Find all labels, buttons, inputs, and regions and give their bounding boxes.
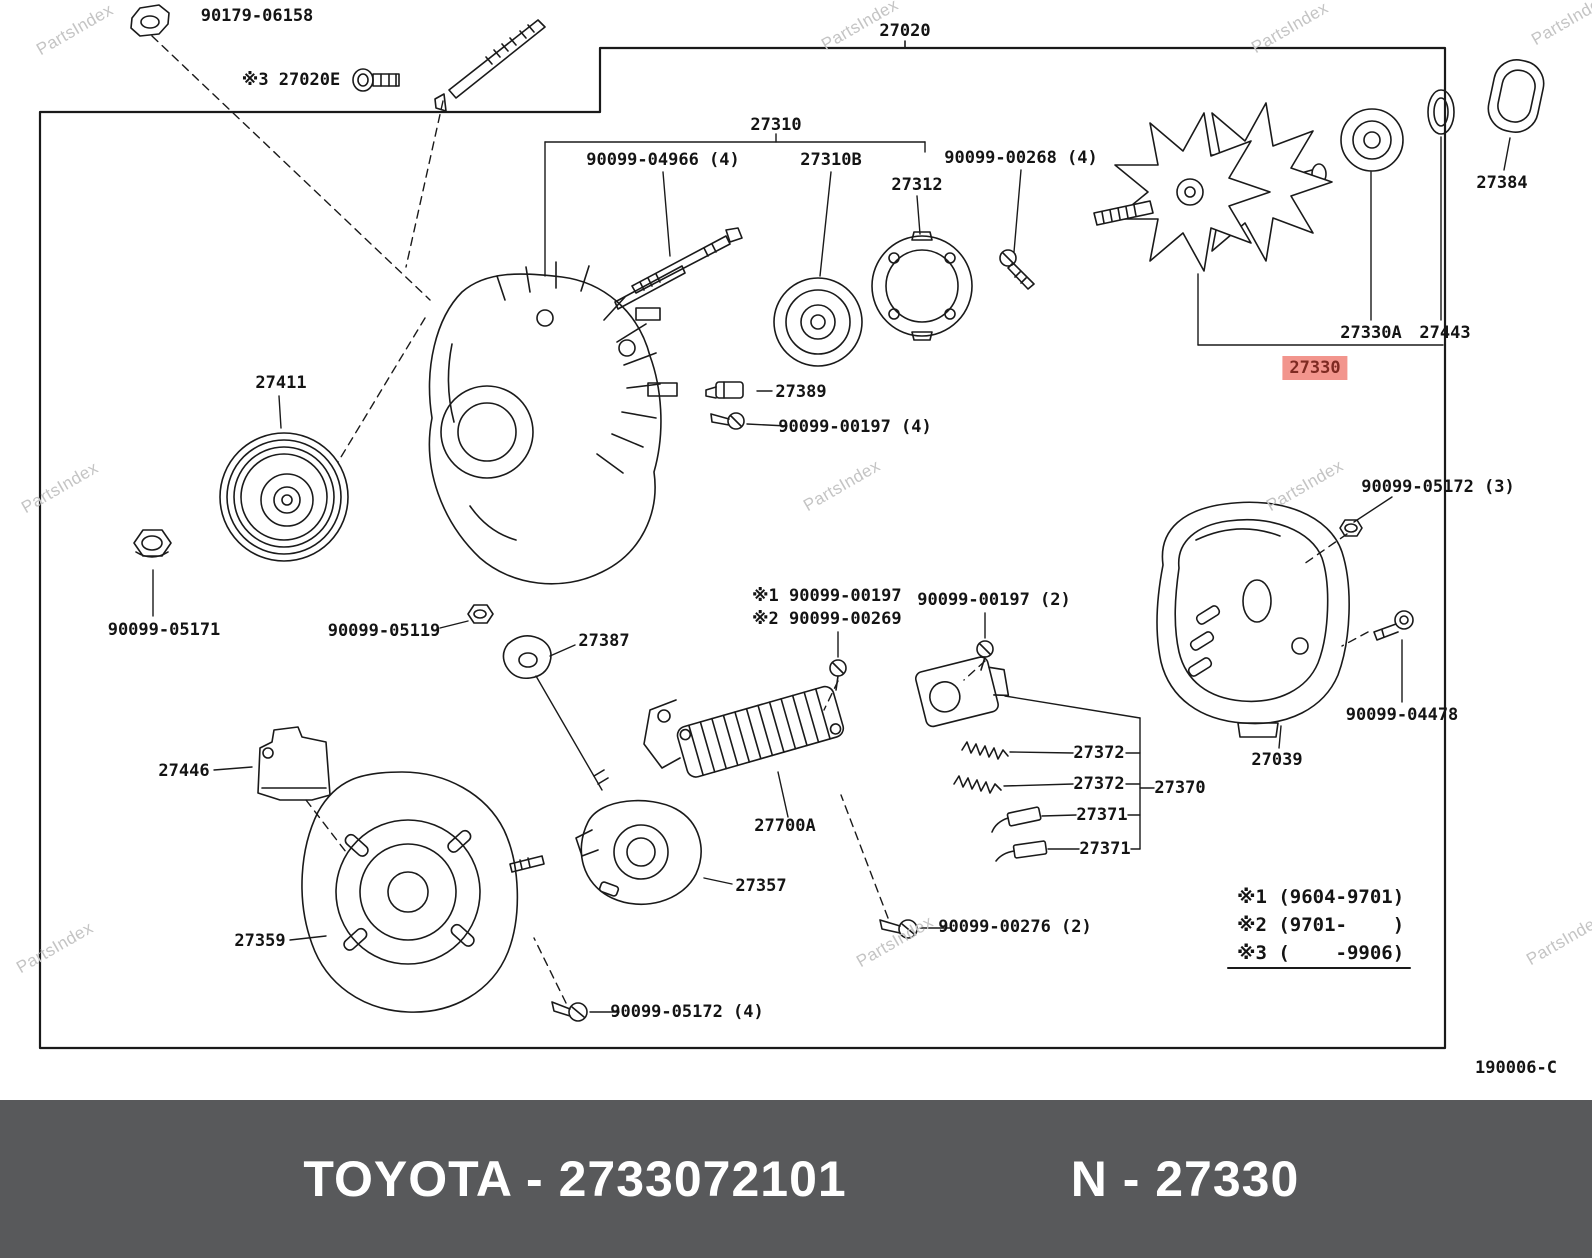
dashed-leader-lines <box>151 35 1369 1004</box>
ref-code: 190006-C <box>1475 1058 1557 1078</box>
label-27387: 27387 <box>578 631 630 651</box>
note-1: ※1 (9604-9701) <box>1237 886 1405 908</box>
footer-part-code: TOYOTA - 2733072101 <box>303 1151 847 1207</box>
label-27020: 27020 <box>879 21 931 41</box>
ring-27443-drawing <box>1427 89 1455 135</box>
label-90099-05172-3: 90099-05172 (3) <box>1361 477 1515 497</box>
pulley-27411-drawing <box>219 432 349 562</box>
label-s2-90099-00269: ※2 90099-00269 <box>752 609 902 629</box>
rear-cover-27039-drawing <box>1156 501 1350 738</box>
bolt-04478-drawing <box>1373 610 1414 641</box>
bearing-27330a-drawing <box>1340 108 1404 172</box>
label-90099-00197-4: 90099-00197 (4) <box>778 417 932 437</box>
nut-05172-3-drawing <box>1339 519 1363 537</box>
label-90099-00276: 90099-00276 (2) <box>938 917 1092 937</box>
label-27446: 27446 <box>158 761 210 781</box>
note-3: ※3 ( -9906) <box>1237 942 1405 964</box>
rotor-27330-drawing <box>1093 102 1333 272</box>
stud-bolts-drawing <box>614 227 743 310</box>
label-27372-b: 27372 <box>1073 774 1125 794</box>
bracket-27446-drawing <box>257 726 331 801</box>
label-90099-05119: 90099-05119 <box>327 621 441 641</box>
front-housing-drawing <box>428 261 678 585</box>
label-27310: 27310 <box>750 115 802 135</box>
nut-05171-drawing <box>133 529 172 558</box>
label-27389: 27389 <box>775 382 827 402</box>
footer-bar: TOYOTA - 2733072101 N - 27330 <box>0 1100 1592 1258</box>
bolt-00268-drawing <box>999 249 1035 290</box>
label-27330a: 27330A <box>1340 323 1402 343</box>
label-27020e: ※3 27020E <box>241 70 341 90</box>
label-27330: 27330 <box>1282 356 1348 380</box>
bolt-27020e-drawing <box>352 68 400 92</box>
nut-05119-drawing <box>467 604 494 624</box>
label-90099-05172-4: 90099-05172 (4) <box>610 1002 764 1022</box>
screw-00197-a-drawing <box>710 412 745 430</box>
label-27700a: 27700A <box>754 816 816 836</box>
label-27039: 27039 <box>1251 750 1303 770</box>
bearing-27310b-drawing <box>773 277 863 367</box>
label-27372-a: 27372 <box>1073 743 1125 763</box>
label-27371-a: 27371 <box>1076 805 1128 825</box>
cover-27384-drawing <box>1487 59 1545 133</box>
label-90099-05171: 90099-05171 <box>107 620 221 640</box>
rectifier-27700a-drawing <box>643 685 845 778</box>
retainer-27312-drawing <box>871 231 973 341</box>
assembly-border <box>38 40 1447 1050</box>
label-90179-06158: 90179-06158 <box>200 6 314 26</box>
diagram-line-art <box>38 4 1545 1050</box>
brush-holder-27370-drawing <box>914 656 1010 728</box>
insulator-27387-drawing <box>502 635 609 785</box>
leader-lines <box>152 133 1511 1013</box>
screw-00197-b-drawing <box>829 659 847 691</box>
footer-part-number: N - 27330 <box>1070 1151 1300 1207</box>
label-90099-00197-2: 90099-00197 (2) <box>917 590 1071 610</box>
label-27359: 27359 <box>234 931 286 951</box>
label-27371-b: 27371 <box>1079 839 1131 859</box>
label-27370: 27370 <box>1154 778 1206 798</box>
label-s1-90099-00197: ※1 90099-00197 <box>752 586 902 606</box>
label-90099-04966: 90099-04966 (4) <box>586 150 740 170</box>
label-27312: 27312 <box>891 175 943 195</box>
label-27443: 27443 <box>1419 323 1471 343</box>
screw-05172-4-drawing <box>551 1001 588 1022</box>
part-labels-layer: 90179-06158 ※3 27020E 27020 27310 90099-0496… <box>107 6 1557 1078</box>
nut-90179-drawing <box>130 4 170 37</box>
label-90099-00268: 90099-00268 (4) <box>944 148 1098 168</box>
label-27384: 27384 <box>1476 173 1528 193</box>
note-2: ※2 (9701- ) <box>1237 914 1405 936</box>
brush-holder-27357-drawing <box>575 799 702 906</box>
label-90099-04478: 90099-04478 <box>1345 705 1459 725</box>
rear-bracket-27359-drawing <box>301 771 545 1013</box>
label-27411: 27411 <box>255 373 307 393</box>
through-bolt-drawing <box>434 19 546 112</box>
terminal-27389-drawing <box>705 381 744 399</box>
brushes-27371-drawing <box>991 806 1048 862</box>
screw-00197-c-drawing <box>976 640 994 671</box>
label-27310b: 27310B <box>800 150 862 170</box>
screw-00276-drawing <box>879 919 918 939</box>
brush-springs-27372-drawing <box>953 741 1009 794</box>
label-27357: 27357 <box>735 876 787 896</box>
